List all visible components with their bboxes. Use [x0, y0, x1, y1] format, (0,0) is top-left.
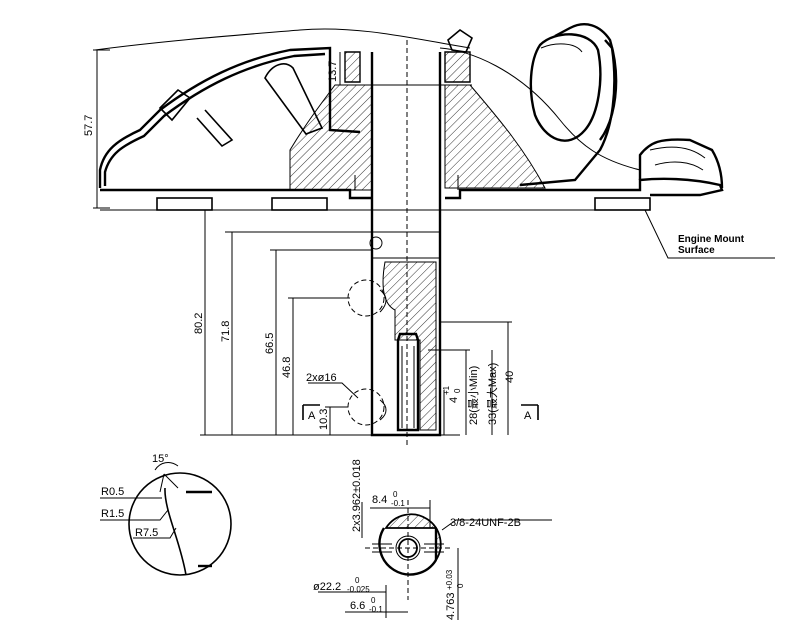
keyway-hole-upper — [347, 279, 385, 317]
dim-2x16: 2xø16 — [306, 372, 337, 384]
dim-keyway-width: 2x3.962±0.018 — [351, 459, 363, 532]
dim-40: 40 — [504, 371, 516, 383]
dim-r7-5: R7.5 — [135, 527, 158, 539]
dim-80-2: 80.2 — [193, 313, 205, 334]
dim-66-5: 66.5 — [264, 333, 276, 354]
body-section-hatch-left — [289, 84, 373, 191]
dim-57-7: 57.7 — [83, 115, 95, 136]
callout-engine-mount: Engine Mount — [678, 234, 745, 245]
dim-4: 4 — [448, 397, 460, 403]
dim-4-763: 4.763 — [445, 592, 457, 620]
dim-15-deg: 15° — [152, 453, 169, 465]
callout-surface: Surface — [678, 245, 715, 256]
dim-4-763-tol-upper: +0.03 — [445, 569, 454, 590]
threaded-hole — [396, 332, 420, 432]
section-marker-left: A — [308, 410, 316, 422]
dim-46-8: 46.8 — [281, 357, 293, 378]
dim-6-6-tol-lower: -0.1 — [369, 605, 383, 614]
detail-view — [100, 462, 232, 576]
dim-22-2-tol-lower: -0.025 — [347, 585, 370, 594]
mount-feet — [100, 197, 651, 211]
dim-r1-5: R1.5 — [101, 508, 124, 520]
section-marker-right: A — [524, 410, 532, 422]
dim-8-4-tol-lower: -0.1 — [391, 499, 405, 508]
dim-33-max: 33(最大Max) — [485, 363, 499, 425]
keyway-hole-lower — [347, 388, 385, 426]
dim-10-3: 10.3 — [318, 409, 330, 430]
dim-22-2-tol-upper: 0 — [355, 576, 360, 585]
body-section-hatch-right — [444, 84, 546, 189]
engine-body-outline — [94, 23, 724, 200]
dimension-lines — [93, 49, 775, 436]
dim-28-min: 28(最小Min) — [467, 366, 480, 425]
dim-4-763-tol-lower: 0 — [456, 583, 465, 588]
dim-71-8: 71.8 — [220, 321, 232, 342]
dim-6-6-tol-upper: 0 — [371, 596, 376, 605]
dim-22-2: ø22.2 — [313, 581, 341, 593]
dim-thread-spec: 3/8-24UNF-2B — [450, 517, 521, 529]
keyway-section-hatch — [382, 261, 437, 431]
dim-8-4: 8.4 — [372, 494, 387, 506]
dim-r0-5: R0.5 — [101, 486, 124, 498]
dim-4-tol-upper: +1 — [442, 385, 451, 395]
dim-8-4-tol-upper: 0 — [393, 490, 398, 499]
dim-4-tol-lower: 0 — [453, 388, 462, 393]
section-a-a — [318, 500, 552, 620]
dim-13-7: 13.7 — [327, 61, 339, 82]
flange-hatch — [344, 51, 471, 83]
dim-6-6: 6.6 — [350, 600, 365, 612]
